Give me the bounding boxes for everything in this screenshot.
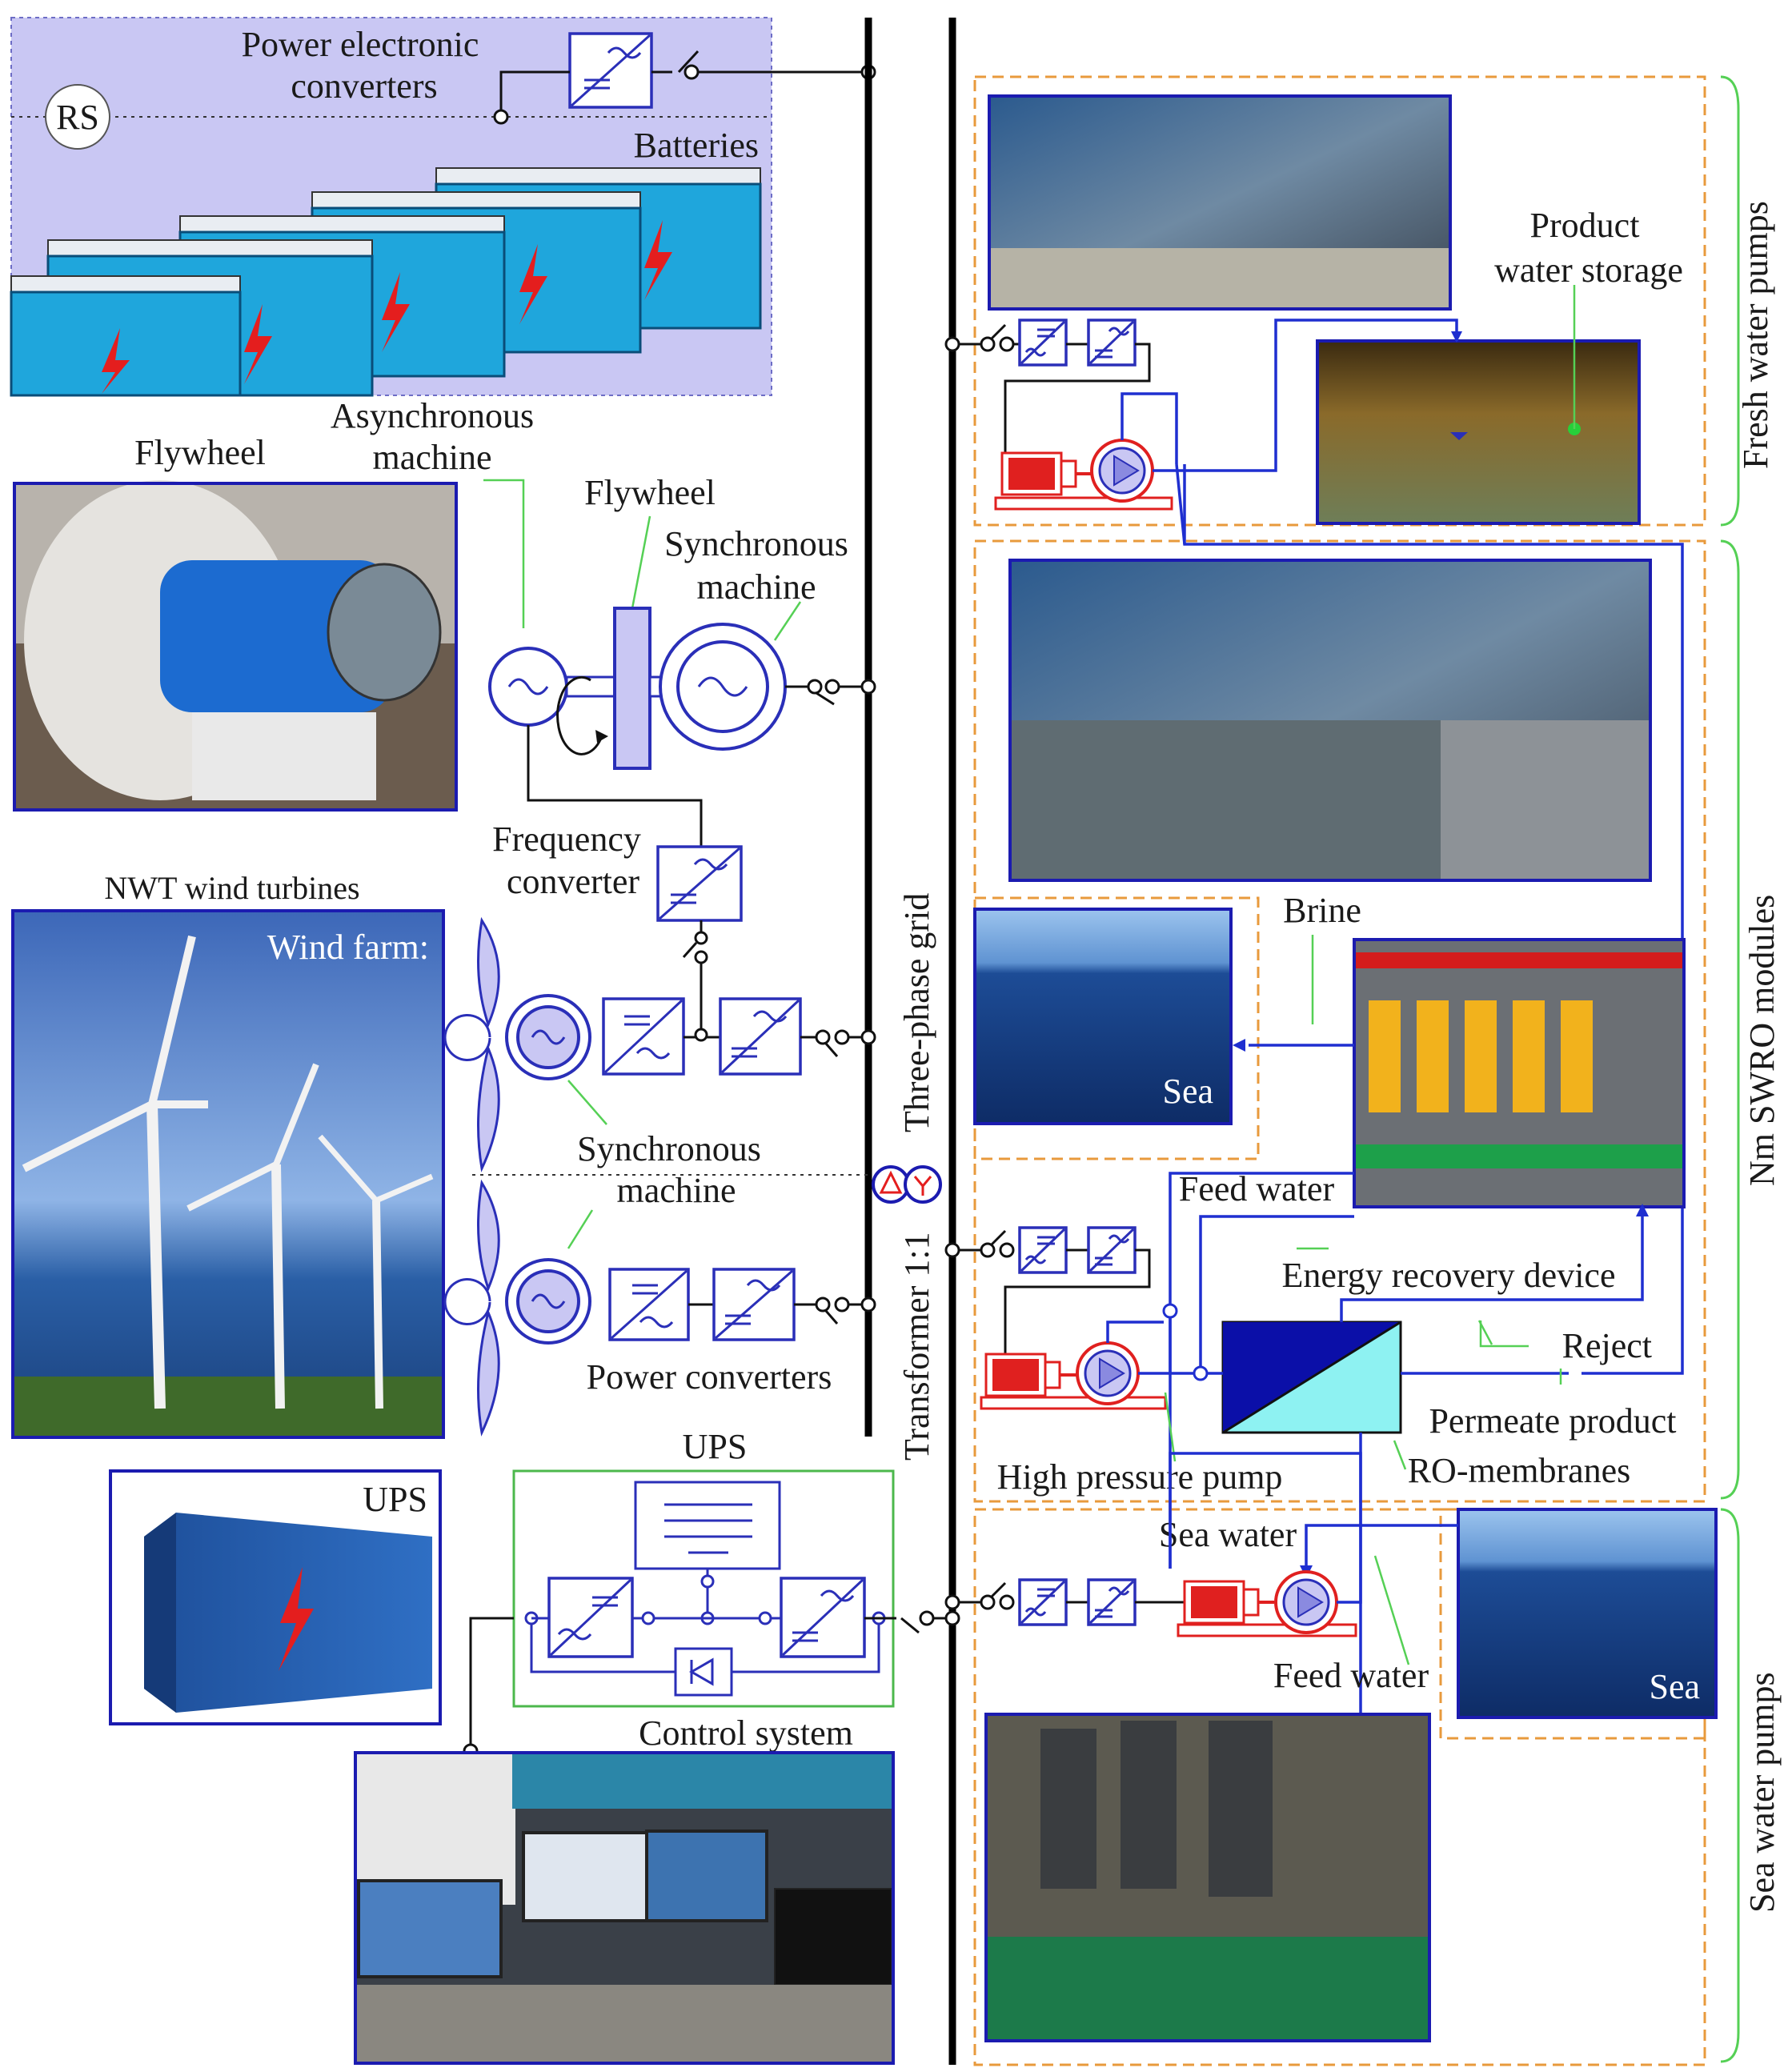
wind-farm-label: Wind farm: <box>267 928 429 967</box>
asynchronous-machine-label: machine <box>372 438 491 477</box>
ups-battery-icon <box>634 1481 781 1570</box>
sea-water-section: Sea Sea water Feed water <box>944 1452 1782 2066</box>
synchronous-label-2: Synchronous <box>577 1129 761 1168</box>
ups-photo: UPS <box>109 1469 442 1725</box>
synchronous-machine-label: machine <box>696 567 816 607</box>
lightning-bolt-icon <box>244 304 272 384</box>
synchronous-machine-label-2: machine <box>616 1171 736 1210</box>
reject-label: Reject <box>1562 1326 1652 1365</box>
product-label: Product <box>1530 206 1640 245</box>
sea-label-1: Sea <box>1162 1072 1213 1111</box>
synchronous-label: Synchronous <box>664 524 848 563</box>
sea-water-pumps-photo <box>984 1713 1431 2042</box>
ro-membranes-photo <box>1353 938 1686 1208</box>
transformer-icon <box>872 1165 942 1204</box>
flywheel-label: Flywheel <box>584 473 716 512</box>
motor-icon <box>994 451 1173 511</box>
rs-label: RS <box>56 98 99 137</box>
switch-icon <box>900 1617 920 1634</box>
ups-top-label: UPS <box>683 1427 748 1466</box>
sea-water-pumps-label: Sea water pumps <box>1742 1672 1782 1913</box>
ups-photo-label: UPS <box>363 1480 427 1519</box>
sea-photo-1 <box>973 908 1233 1125</box>
switch-icon <box>989 1229 1007 1247</box>
sea-label-2: Sea <box>1649 1667 1700 1706</box>
three-phase-grid-label: Three-phase grid <box>897 893 936 1132</box>
switch-icon <box>816 691 835 706</box>
converters-label: converters <box>291 66 437 106</box>
wind-turbine-1: Synchronous machine <box>443 916 876 1249</box>
lightning-bolt-icon <box>644 220 672 300</box>
lightning-bolt-icon <box>519 244 547 324</box>
lightning-bolt-icon <box>382 272 410 352</box>
junction-node <box>493 109 509 125</box>
fresh-water-section: Product water storage <box>944 75 1775 1375</box>
control-system-photo: Control system <box>354 1713 895 2065</box>
permeate-product-label: Permeate product <box>1429 1401 1676 1441</box>
flywheel-disc <box>613 607 651 770</box>
sea-water-label: Sea water <box>1159 1515 1297 1554</box>
power-electronic-label: Power electronic <box>242 25 479 64</box>
swro-brace <box>1720 539 1740 1500</box>
control-system-label: Control system <box>639 1713 853 1753</box>
sea-photo-2 <box>1457 1508 1718 1719</box>
feed-water-label-1: Feed water <box>1179 1169 1335 1208</box>
wind-farm-photo: NWT wind turbines Wind farm: <box>11 870 445 1439</box>
nwt-wind-turbines-label: NWT wind turbines <box>104 870 359 906</box>
switch-icon <box>824 1043 839 1057</box>
flywheel-photo-label: Flywheel <box>134 433 266 472</box>
lightning-bolt-icon <box>279 1567 314 1671</box>
battery-converter <box>568 32 653 109</box>
swro-section: Sea Brine <box>944 539 1782 1777</box>
feed-water-label-2: Feed water <box>1273 1656 1429 1695</box>
batteries-label: Batteries <box>634 126 759 165</box>
flywheel-schematic: Asynchronous machine Flywheel Synchronou… <box>331 396 876 1035</box>
frequency-label: Frequency <box>492 820 641 859</box>
lightning-bolt-icon <box>102 328 130 394</box>
battery-container <box>10 275 242 397</box>
transformer-label: Transformer 1:1 <box>897 1232 936 1461</box>
brine-label: Brine <box>1283 891 1361 930</box>
fresh-water-pumps-photo <box>988 94 1452 311</box>
ups-schematic: UPS <box>463 1427 960 1759</box>
fresh-water-pumps-label: Fresh water pumps <box>1736 201 1775 469</box>
switch-icon <box>989 323 1007 341</box>
water-storage-label: water storage <box>1494 250 1683 290</box>
water-storage-photo <box>1316 339 1641 525</box>
swro-plant-photo <box>1008 559 1652 882</box>
fresh-water-brace <box>1720 75 1740 527</box>
flywheel-photo: Flywheel <box>13 433 458 812</box>
switch-icon <box>989 1581 1007 1599</box>
switch-icon <box>682 942 698 958</box>
wind-turbine-2: Power converters <box>443 1179 876 1437</box>
motor-icon <box>980 1353 1167 1410</box>
sea-water-brace <box>1720 1508 1740 2063</box>
power-converters-label: Power converters <box>587 1357 832 1397</box>
rs-node <box>45 84 110 150</box>
nm-swro-modules-label: Nm SWRO modules <box>1742 895 1782 1186</box>
energy-recovery-device-label: Energy recovery device <box>1282 1256 1616 1295</box>
ro-membranes-label: RO-membranes <box>1408 1451 1631 1490</box>
high-pressure-pump-label: High pressure pump <box>997 1457 1283 1497</box>
switch-icon <box>677 50 700 74</box>
asynchronous-label: Asynchronous <box>331 396 534 435</box>
bypass-diode-icon <box>674 1647 733 1697</box>
sea-water-frame <box>973 1508 1706 2066</box>
switch-icon <box>824 1310 839 1325</box>
frequency-converter-label: converter <box>507 862 639 901</box>
ups-frame <box>512 1469 895 1708</box>
battery-storage-group: RS Power electronic converters Batteries <box>10 17 876 397</box>
